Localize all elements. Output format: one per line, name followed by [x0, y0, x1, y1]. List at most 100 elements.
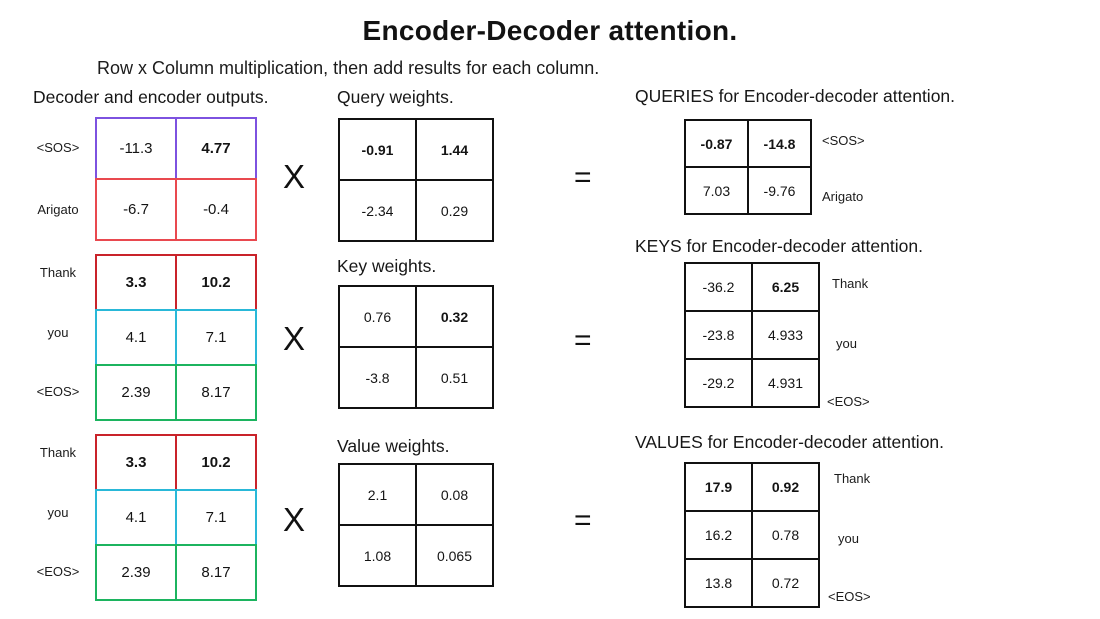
row-label-arigato: Arigato	[822, 189, 864, 204]
matrix-cell: 0.32	[415, 287, 492, 346]
matrix-cell: -29.2	[686, 360, 751, 406]
subtitle: Row x Column multiplication, then add re…	[97, 58, 600, 78]
row-label-thank: Thank	[39, 445, 77, 460]
row-label-eos: <EOS>	[827, 394, 870, 409]
matrix-row: 4.1 7.1	[95, 309, 257, 366]
matrix-row: 7.03 -9.76	[686, 166, 810, 213]
row-label-you: you	[47, 505, 69, 520]
key-weights-matrix: 0.76 0.32 -3.8 0.51	[338, 285, 494, 409]
equals-operator: =	[574, 504, 592, 537]
matrix-row: 1.08 0.065	[340, 524, 492, 585]
matrix-cell: 0.72	[751, 560, 818, 606]
matrix-row: 13.8 0.72	[686, 558, 818, 606]
value-weights-matrix: 2.1 0.08 1.08 0.065	[338, 463, 494, 587]
row-label-you: you	[838, 531, 859, 546]
matrix-cell: 3.3	[97, 436, 177, 489]
matrix-cell: 3.3	[97, 256, 177, 309]
matrix-row: 3.3 10.2	[95, 434, 257, 491]
matrix-cell: 1.08	[340, 526, 415, 585]
matrix-cell: 0.08	[415, 465, 492, 524]
row-label-eos: <EOS>	[36, 564, 80, 579]
matrix-row: -36.2 6.25	[686, 264, 818, 310]
row-label-thank: Thank	[834, 471, 871, 486]
matrix-cell: -2.34	[340, 181, 415, 240]
matrix-cell: 4.933	[751, 312, 818, 358]
equals-operator: =	[574, 161, 592, 194]
matrix-cell: 0.92	[751, 464, 818, 510]
decoder-outputs-matrix-1: -11.3 4.77 -6.7 -0.4	[95, 117, 257, 241]
matrix-row: -2.34 0.29	[340, 179, 492, 240]
multiply-operator: X	[283, 501, 306, 538]
encoder-outputs-matrix-values: 3.3 10.2 4.1 7.1 2.39 8.17	[95, 434, 257, 601]
multiply-operator: X	[283, 320, 306, 357]
matrix-cell: 17.9	[686, 464, 751, 510]
inputs-header: Decoder and encoder outputs.	[33, 87, 269, 107]
matrix-cell: 16.2	[686, 512, 751, 558]
matrix-row: 16.2 0.78	[686, 510, 818, 558]
matrix-cell: -6.7	[97, 180, 177, 239]
matrix-cell: 0.78	[751, 512, 818, 558]
matrix-cell: 8.17	[177, 546, 255, 599]
page-title: Encoder-Decoder attention.	[362, 15, 738, 46]
row-label-sos: <SOS>	[36, 140, 80, 155]
matrix-cell: 4.931	[751, 360, 818, 406]
matrix-row: 4.1 7.1	[95, 489, 257, 546]
values-result-matrix: 17.9 0.92 16.2 0.78 13.8 0.72	[684, 462, 820, 608]
matrix-cell: 4.1	[97, 311, 177, 364]
values-header: VALUES for Encoder-decoder attention.	[635, 432, 945, 452]
matrix-row: 2.39 8.17	[95, 544, 257, 601]
matrix-row: -0.91 1.44	[340, 120, 492, 179]
row-label-you: you	[47, 325, 69, 340]
matrix-row: -11.3 4.77	[95, 117, 257, 180]
keys-result-matrix: -36.2 6.25 -23.8 4.933 -29.2 4.931	[684, 262, 820, 408]
encoder-outputs-matrix-keys: 3.3 10.2 4.1 7.1 2.39 8.17	[95, 254, 257, 421]
matrix-cell: -3.8	[340, 348, 415, 407]
matrix-row: -23.8 4.933	[686, 310, 818, 358]
matrix-cell: 4.77	[177, 119, 255, 178]
query-weights-header: Query weights.	[337, 87, 454, 107]
value-weights-header: Value weights.	[337, 436, 450, 456]
matrix-row: -0.87 -14.8	[686, 121, 810, 166]
row-label-eos: <EOS>	[828, 589, 871, 604]
matrix-cell: 13.8	[686, 560, 751, 606]
matrix-cell: 2.39	[97, 366, 177, 419]
matrix-cell: 7.03	[686, 168, 747, 213]
matrix-cell: 2.1	[340, 465, 415, 524]
key-weights-header: Key weights.	[337, 256, 437, 276]
matrix-cell: -0.91	[340, 120, 415, 179]
queries-header: QUERIES for Encoder-decoder attention.	[635, 86, 956, 106]
matrix-cell: 2.39	[97, 546, 177, 599]
matrix-cell: -23.8	[686, 312, 751, 358]
matrix-cell: 8.17	[177, 366, 255, 419]
matrix-cell: -0.87	[686, 121, 747, 166]
row-label-thank: Thank	[39, 265, 77, 280]
row-label-thank: Thank	[832, 276, 869, 291]
matrix-row: -29.2 4.931	[686, 358, 818, 406]
matrix-row: 2.39 8.17	[95, 364, 257, 421]
matrix-cell: -14.8	[747, 121, 810, 166]
matrix-cell: -11.3	[97, 119, 177, 178]
row-label-you: you	[836, 336, 857, 351]
matrix-row: 3.3 10.2	[95, 254, 257, 311]
matrix-row: 17.9 0.92	[686, 464, 818, 510]
queries-result-matrix: -0.87 -14.8 7.03 -9.76	[684, 119, 812, 215]
matrix-row: 2.1 0.08	[340, 465, 492, 524]
matrix-cell: 0.51	[415, 348, 492, 407]
row-label-arigato: Arigato	[37, 202, 79, 217]
matrix-cell: 1.44	[415, 120, 492, 179]
matrix-cell: -36.2	[686, 264, 751, 310]
matrix-cell: 0.29	[415, 181, 492, 240]
equals-operator: =	[574, 324, 592, 357]
matrix-cell: -9.76	[747, 168, 810, 213]
matrix-cell: 7.1	[177, 491, 255, 544]
matrix-row: -6.7 -0.4	[95, 178, 257, 241]
matrix-cell: 10.2	[177, 436, 255, 489]
matrix-cell: 0.76	[340, 287, 415, 346]
matrix-row: -3.8 0.51	[340, 346, 492, 407]
matrix-cell: 6.25	[751, 264, 818, 310]
matrix-cell: 7.1	[177, 311, 255, 364]
query-weights-matrix: -0.91 1.44 -2.34 0.29	[338, 118, 494, 242]
matrix-cell: -0.4	[177, 180, 255, 239]
matrix-cell: 0.065	[415, 526, 492, 585]
